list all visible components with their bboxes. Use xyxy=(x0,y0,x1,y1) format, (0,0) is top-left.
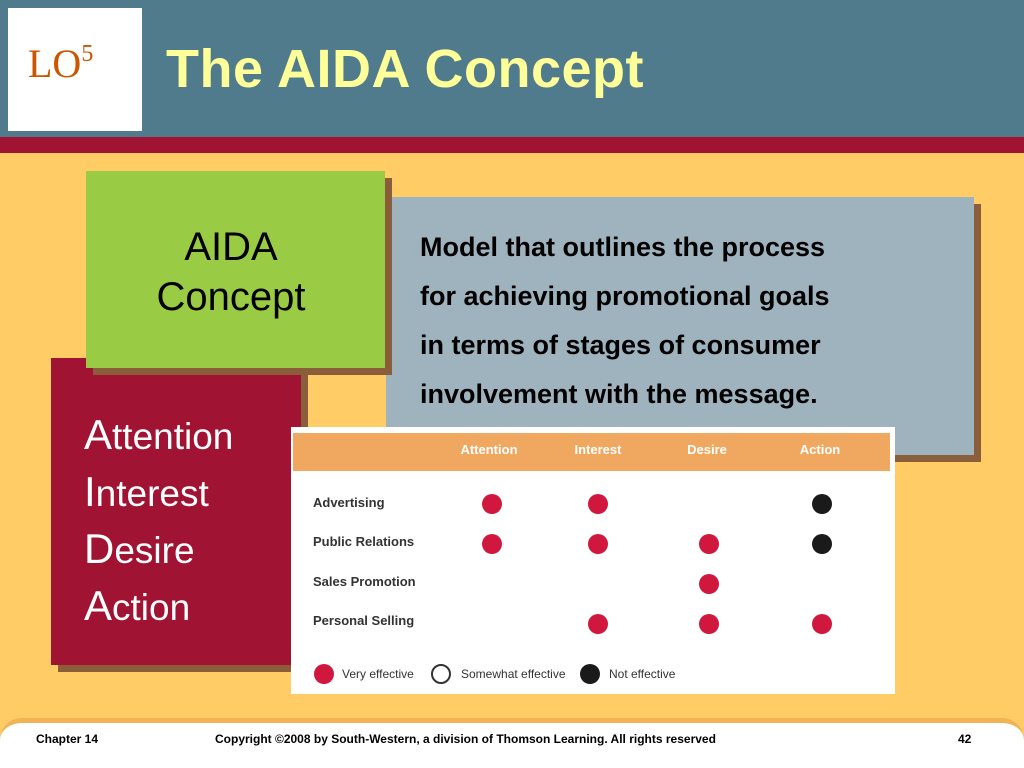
column-header-attention: Attention xyxy=(460,442,518,457)
header-bar xyxy=(0,0,1024,137)
definition-box xyxy=(386,197,974,455)
rating-dot-very-effective-icon xyxy=(588,614,608,634)
row-label-advertising: Advertising xyxy=(313,495,385,510)
legend-not-effective-label: Not effective xyxy=(609,667,676,681)
rating-dot-not-effective-icon xyxy=(812,534,832,554)
rating-dot-somewhat-effective-icon xyxy=(482,574,502,594)
column-header-action: Action xyxy=(799,442,841,457)
header-divider xyxy=(0,137,1024,153)
legend-not-effective-icon xyxy=(580,664,600,684)
legend-somewhat-effective-label: Somewhat effective xyxy=(461,667,566,681)
footer-page-number: 42 xyxy=(958,732,972,746)
column-header-interest: Interest xyxy=(574,442,622,457)
footer-bar xyxy=(0,718,1024,768)
rating-dot-very-effective-icon xyxy=(699,534,719,554)
row-label-personal-selling: Personal Selling xyxy=(313,613,415,628)
aida-stage-action: Action xyxy=(84,582,191,629)
legend-somewhat-effective-icon xyxy=(431,664,451,684)
effectiveness-table xyxy=(291,427,895,694)
aida-list-box xyxy=(51,358,301,665)
legend-very-effective-icon xyxy=(314,664,334,684)
rating-dot-very-effective-icon xyxy=(699,614,719,634)
column-header-desire: Desire xyxy=(687,442,727,457)
aida-stage-list: Attention Interest Desire Action xyxy=(84,407,233,635)
rating-dot-somewhat-effective-icon xyxy=(812,574,832,594)
footer-chapter: Chapter 14 xyxy=(36,732,99,746)
aida-stage-attention: Attention xyxy=(84,411,234,458)
footer-copyright: Copyright ©2008 by South-Western, a divi… xyxy=(215,732,716,746)
slide-title: The AIDA Concept xyxy=(166,39,644,99)
rating-dot-somewhat-effective-icon xyxy=(699,494,719,514)
rating-dot-somewhat-effective-icon xyxy=(588,574,608,594)
legend-very-effective-label: Very effective xyxy=(342,667,414,681)
concept-box xyxy=(86,171,385,368)
rating-dot-very-effective-icon xyxy=(482,494,502,514)
rating-dot-somewhat-effective-icon xyxy=(482,614,502,634)
rating-dot-very-effective-icon xyxy=(699,574,719,594)
rating-dot-not-effective-icon xyxy=(812,494,832,514)
row-label-public-relations: Public Relations xyxy=(313,534,415,549)
aida-stage-interest: Interest xyxy=(84,468,209,515)
concept-heading: AIDA Concept xyxy=(156,225,306,319)
rating-dot-very-effective-icon xyxy=(482,534,502,554)
learning-objective-label: LO5 xyxy=(28,41,94,86)
learning-objective-badge xyxy=(8,8,142,131)
aida-stage-desire: Desire xyxy=(84,525,195,572)
rating-dot-very-effective-icon xyxy=(588,534,608,554)
table-header-row xyxy=(293,433,890,471)
rating-dot-very-effective-icon xyxy=(588,494,608,514)
rating-dot-very-effective-icon xyxy=(812,614,832,634)
definition-text: Model that outlines the process for achi… xyxy=(420,232,830,409)
row-label-sales-promotion: Sales Promotion xyxy=(313,574,416,589)
